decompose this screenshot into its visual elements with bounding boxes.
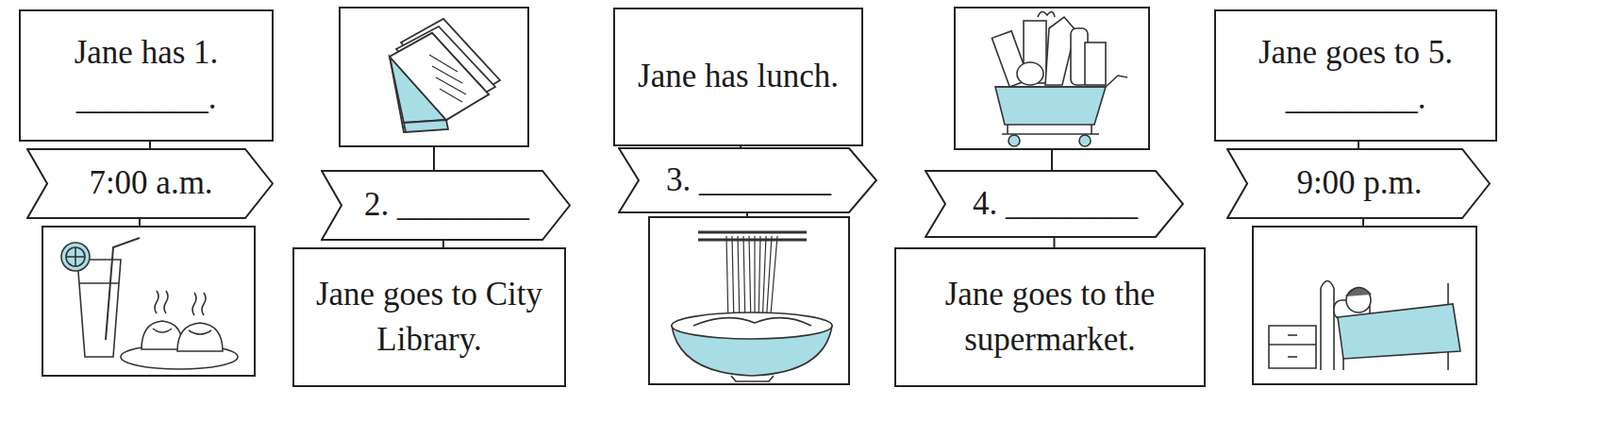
- tag-label: 2. ________: [364, 182, 530, 228]
- bed-picture: [1268, 281, 1461, 371]
- tag-shape: [618, 148, 877, 213]
- stem-connector: [739, 146, 742, 148]
- breakfast-picture: [61, 237, 238, 369]
- cart-picture: [991, 11, 1128, 147]
- picture-frame: [954, 7, 1150, 150]
- text-box: Jane has lunch.: [613, 7, 864, 147]
- time-tag: 4. ________: [924, 169, 1184, 238]
- time-tag: 3. ________: [617, 147, 878, 214]
- stem: [1362, 218, 1365, 227]
- stem: [1050, 149, 1053, 170]
- sentence-text: Jane has lunch.: [637, 53, 839, 100]
- tag-shape: [321, 170, 570, 240]
- stem-connector: [1357, 141, 1360, 149]
- stem-connector: [1053, 237, 1056, 248]
- sentence-text: Jane goes to the supermarket.: [909, 271, 1191, 364]
- sentence-text: Jane goes to 5. ________.: [1229, 30, 1483, 122]
- text-box: Jane goes to 5. ________.: [1214, 9, 1498, 142]
- text-box: Jane goes to City Library.: [292, 247, 567, 387]
- noodles-picture: [671, 232, 833, 382]
- text-box: Jane has 1. ________.: [18, 9, 274, 142]
- stem: [433, 146, 435, 170]
- stem: [138, 218, 141, 227]
- tag-shape: [27, 149, 273, 218]
- tag-shape: [1227, 149, 1490, 218]
- tag-label: 4. ________: [972, 181, 1138, 227]
- text-box: Jane goes to the supermarket.: [894, 247, 1206, 387]
- sentence-text: Jane goes to City Library.: [307, 271, 551, 364]
- picture-frame: [1252, 226, 1477, 384]
- tag-shape: [925, 170, 1184, 237]
- time-tag: 7:00 a.m.: [26, 148, 274, 219]
- picture-frame: [339, 7, 529, 147]
- stem-connector: [442, 240, 445, 248]
- sentence-text: Jane has 1. ________.: [33, 30, 259, 122]
- tag-label: 9:00 p.m.: [1296, 160, 1422, 206]
- tag-label: 3. ________: [666, 157, 832, 203]
- picture-frame: [649, 216, 850, 384]
- stem-connector: [149, 141, 151, 149]
- stem: [746, 213, 749, 217]
- picture-frame: [42, 226, 255, 376]
- time-tag: 9:00 p.m.: [1226, 148, 1491, 219]
- book-picture: [389, 18, 500, 133]
- time-tag: 2. ________: [320, 169, 571, 241]
- tag-label: 7:00 a.m.: [88, 160, 213, 206]
